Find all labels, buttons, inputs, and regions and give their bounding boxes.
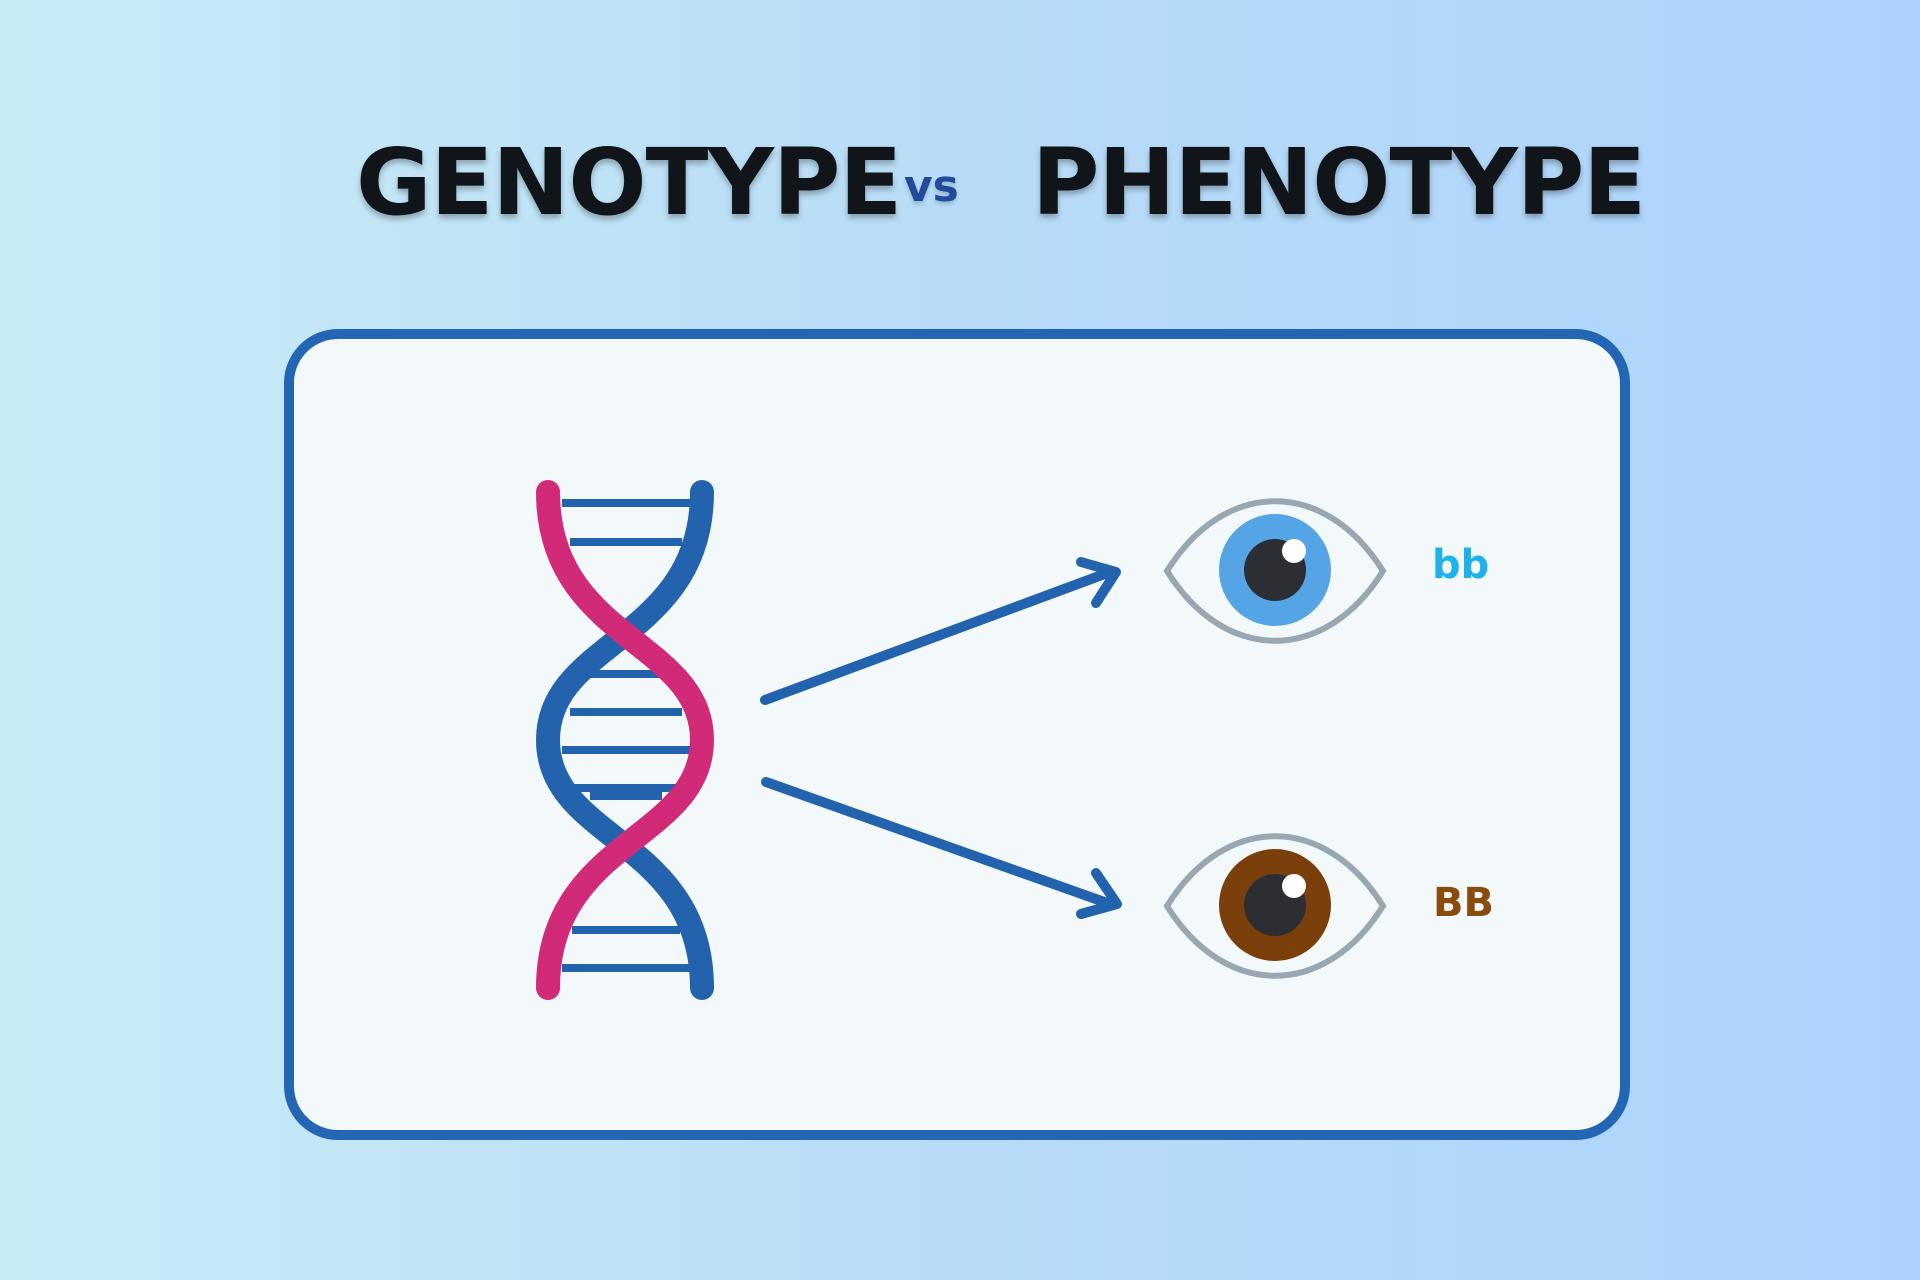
diagram-panel [284, 329, 1630, 1140]
blue-eye-icon [1163, 498, 1387, 644]
arrow-head [1076, 868, 1122, 919]
eye-highlight [1282, 539, 1306, 563]
title-genotype: GENOTYPE [356, 129, 902, 236]
genotype-label-BB: BB [1433, 880, 1494, 926]
brown-eye-icon [1163, 833, 1387, 979]
arrow-to-blue-eye [760, 557, 1121, 705]
dna-strand-blue [535, 480, 714, 1000]
genotype-label-bb: bb [1432, 542, 1490, 588]
dna-rungs [562, 499, 690, 972]
title-vs: vs [904, 161, 959, 212]
title-phenotype: PHENOTYPE [1032, 129, 1646, 236]
dna-strand-pink [536, 480, 715, 1000]
dna-double-helix-icon [535, 480, 715, 1000]
arrow-to-brown-eye [761, 777, 1122, 919]
arrow-head [1076, 557, 1121, 608]
title-row: GENOTYPE vs PHENOTYPE [0, 0, 1920, 300]
eye-highlight [1282, 874, 1306, 898]
